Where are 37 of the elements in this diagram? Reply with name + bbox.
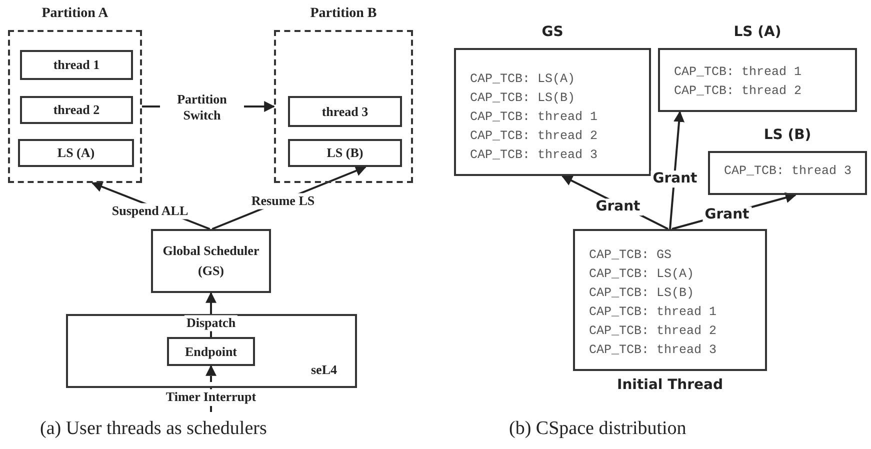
- edge-label: Grant: [650, 170, 700, 188]
- capability-entry: CAP_TCB: LS(A): [470, 71, 576, 88]
- caption: (b) CSpace distribution: [509, 418, 686, 440]
- capability-entry: CAP_TCB: thread 1: [674, 64, 802, 81]
- cspace-title: GS: [542, 24, 564, 40]
- capability-entry: CAP_TCB: thread 3: [589, 342, 717, 359]
- capability-entry: CAP_TCB: thread 1: [470, 109, 598, 126]
- box-label: thread 1: [53, 56, 100, 74]
- box-label: Global Scheduler (GS): [162, 242, 260, 280]
- cspace-title: Initial Thread: [617, 377, 723, 393]
- partition-title: Partition A: [42, 6, 108, 22]
- kernel-label: seL4: [311, 362, 337, 378]
- capability-entry: CAP_TCB: GS: [589, 247, 672, 264]
- caption: (a) User threads as schedulers: [40, 418, 267, 440]
- capability-entry: CAP_TCB: thread 2: [674, 83, 802, 100]
- box-label: LS (A): [57, 144, 95, 162]
- partition-title: Partition B: [310, 6, 377, 22]
- capability-entry: CAP_TCB: thread 1: [589, 304, 717, 321]
- box-label: Endpoint: [184, 342, 238, 361]
- edge-label: Dispatch: [184, 315, 238, 331]
- capability-entry: CAP_TCB: LS(B): [589, 285, 694, 302]
- capability-entry: CAP_TCB: thread 2: [589, 323, 717, 340]
- edge-label: Grant: [702, 206, 752, 224]
- box-label: thread 3: [322, 102, 368, 120]
- edge-label: Suspend ALL: [110, 203, 190, 219]
- edge-label: Grant: [594, 198, 642, 216]
- capability-entry: CAP_TCB: thread 3: [724, 163, 852, 180]
- edge-label: Timer Interrupt: [164, 389, 258, 405]
- cspace-title: LS (A): [734, 24, 782, 40]
- capability-entry: CAP_TCB: LS(B): [470, 90, 576, 107]
- capability-entry: CAP_TCB: LS(A): [589, 266, 694, 283]
- box-label: LS (B): [326, 144, 364, 162]
- box-label: thread 2: [53, 101, 100, 119]
- capability-entry: CAP_TCB: thread 2: [470, 128, 598, 145]
- cspace-title: LS (B): [764, 127, 812, 143]
- edge-label: Resume LS: [249, 193, 317, 209]
- capability-entry: CAP_TCB: thread 3: [470, 147, 598, 164]
